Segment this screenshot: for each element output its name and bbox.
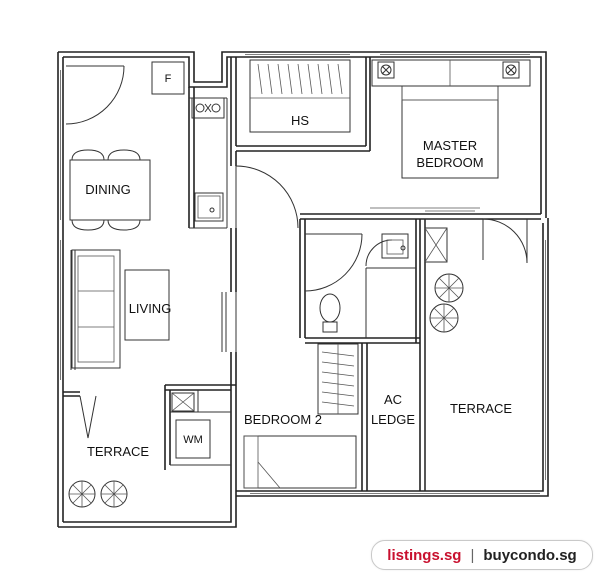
bedside-lamp-icon (502, 61, 520, 79)
watermark-site-b: buycondo.sg (483, 546, 577, 564)
plant-icon (68, 480, 96, 508)
terrace-right-label: TERRACE (450, 401, 512, 416)
basin-icon (381, 233, 409, 259)
dining-table (69, 149, 151, 231)
furniture (68, 59, 531, 508)
wm-label: WM (183, 434, 203, 446)
washing-machine (175, 419, 211, 459)
hs-wardrobe (249, 59, 351, 133)
hs-label: HS (291, 113, 309, 128)
plant-icon (434, 273, 464, 303)
shower-icon (424, 227, 448, 263)
master-bed (371, 59, 531, 179)
ac-ledge-label-line2: LEDGE (371, 412, 415, 427)
bedroom2-wardrobe (317, 343, 359, 415)
cooker-hob-icon (191, 97, 225, 119)
terrace-left-label: TERRACE (87, 444, 149, 459)
fridge (151, 61, 185, 95)
master-label-line2: BEDROOM (416, 155, 483, 170)
ac-ledge-label-line1: AC (384, 392, 402, 407)
bedroom2-label: BEDROOM 2 (244, 412, 322, 427)
living-label: LIVING (129, 301, 172, 316)
watermark-site-a: listings.sg (387, 546, 462, 564)
bedroom2-bed (243, 435, 357, 489)
plant-icon (429, 303, 459, 333)
sofa (71, 249, 121, 369)
yard-sink-icon (171, 392, 195, 412)
interior-walls (63, 57, 541, 491)
coffee-table (124, 269, 170, 341)
kitchen-sink-icon (194, 192, 224, 222)
toilet-icon (319, 293, 341, 333)
room-labels: F HS MASTER BEDROOM DINING LIVING BEDROO… (85, 73, 512, 459)
bedside-lamp-icon (377, 61, 395, 79)
dining-label: DINING (85, 182, 131, 197)
plant-icon (100, 480, 128, 508)
fridge-label: F (165, 73, 172, 85)
master-label-line1: MASTER (423, 138, 477, 153)
outer-walls (57, 51, 549, 528)
windows (60, 54, 546, 494)
watermark-separator: | (470, 546, 475, 564)
watermark-badge: listings.sg | buycondo.sg (371, 540, 593, 570)
doors (65, 65, 528, 352)
